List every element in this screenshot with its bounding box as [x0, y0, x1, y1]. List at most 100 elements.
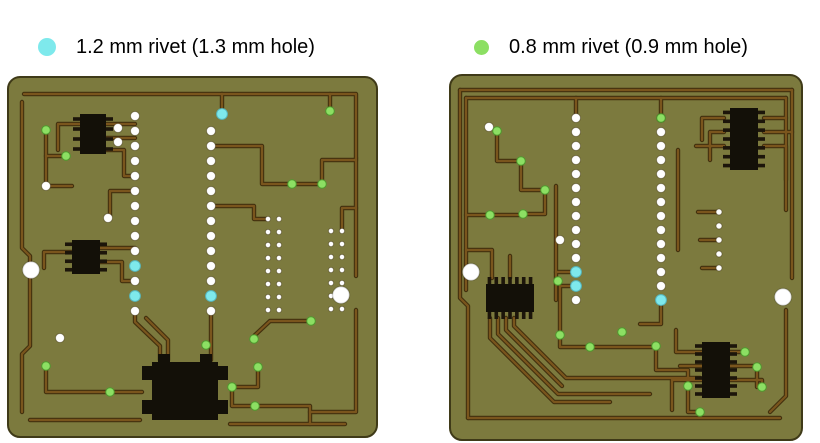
through-hole — [327, 266, 335, 274]
component-body — [152, 362, 218, 420]
rivet-1-2mm-marker — [129, 260, 141, 272]
component-pin — [730, 392, 737, 396]
component-pin — [73, 137, 80, 141]
component-pin — [723, 128, 730, 132]
component-pin — [65, 250, 72, 255]
copper-trace — [209, 144, 294, 186]
component-pin — [528, 277, 533, 284]
component-pin — [100, 267, 107, 272]
component-pin — [508, 277, 512, 284]
copper-trace — [209, 204, 270, 221]
through-hole — [656, 267, 666, 277]
through-hole — [264, 267, 272, 275]
copper-trace — [108, 189, 137, 220]
component-pin — [487, 277, 492, 284]
rivet-0-8mm-marker — [651, 341, 661, 351]
copper-trace — [253, 404, 312, 426]
rivet-12-legend-label: 1.2 mm rivet (1.3 mm hole) — [76, 35, 315, 58]
rivet-0-8mm-marker — [656, 113, 666, 123]
through-hole — [206, 186, 216, 196]
component-pin — [758, 137, 765, 141]
copper-trace — [496, 316, 652, 396]
copper-trace — [522, 188, 547, 216]
rivet-0-8mm-marker — [752, 362, 762, 372]
copper-trace — [464, 248, 494, 280]
through-hole — [113, 123, 123, 133]
through-hole — [275, 241, 283, 249]
through-hole — [656, 155, 666, 165]
component-pin — [487, 312, 492, 319]
rivet-0-8mm-marker — [61, 151, 71, 161]
through-hole — [327, 227, 335, 235]
rivet-0-8mm-marker — [492, 126, 502, 136]
through-hole — [327, 240, 335, 248]
through-hole — [264, 215, 272, 223]
through-hole — [656, 169, 666, 179]
copper-trace — [104, 148, 137, 178]
component-pin — [758, 146, 765, 150]
mounting-hole — [773, 287, 793, 307]
component-pin — [106, 147, 113, 151]
component-body — [142, 366, 154, 380]
through-hole — [656, 183, 666, 193]
through-hole — [571, 295, 581, 305]
through-hole — [715, 222, 723, 230]
usb-tab — [200, 354, 212, 364]
rivet-0-8mm-marker — [553, 276, 563, 286]
through-hole — [206, 261, 216, 271]
through-hole — [264, 228, 272, 236]
component-body — [730, 108, 758, 170]
rivet-08-legend-label: 0.8 mm rivet (0.9 mm hole) — [509, 35, 748, 58]
copper-trace — [42, 250, 74, 270]
copper-trace — [708, 130, 726, 162]
component-body — [216, 366, 228, 380]
through-hole — [206, 126, 216, 136]
component-pin — [730, 344, 737, 348]
component-pin — [521, 277, 526, 284]
through-hole — [338, 240, 346, 248]
legend-item-rivet-12: 1.2 mm rivet (1.3 mm hole) — [38, 33, 315, 61]
component-pin — [758, 128, 765, 132]
through-hole — [130, 156, 140, 166]
through-hole — [264, 241, 272, 249]
rivet-1-2mm-marker — [129, 290, 141, 302]
through-hole — [656, 141, 666, 151]
copper-trace — [340, 206, 358, 233]
component-pin — [65, 242, 72, 247]
through-hole — [327, 305, 335, 313]
rivet-0-8mm-marker — [695, 407, 705, 417]
through-hole — [130, 126, 140, 136]
through-hole — [571, 169, 581, 179]
copper-trace — [768, 308, 788, 414]
through-hole — [130, 246, 140, 256]
through-hole — [275, 228, 283, 236]
copper-trace — [762, 144, 788, 212]
through-hole — [275, 293, 283, 301]
through-hole — [55, 333, 65, 343]
usb-leg — [142, 366, 154, 380]
through-hole — [206, 201, 216, 211]
component-pin — [695, 352, 702, 356]
component-pin — [106, 117, 113, 121]
component-pin — [758, 119, 765, 124]
rivet-1-2mm-marker — [205, 290, 217, 302]
through-hole — [206, 171, 216, 181]
component-pin — [106, 137, 113, 141]
copper-trace — [230, 365, 260, 389]
through-hole — [571, 127, 581, 137]
component-pin — [730, 352, 737, 356]
through-hole — [275, 215, 283, 223]
rivet-1-2mm-marker — [570, 266, 582, 278]
copper-trace — [495, 129, 523, 163]
copper-trace — [670, 378, 704, 412]
through-hole — [656, 239, 666, 249]
through-hole — [571, 211, 581, 221]
through-hole — [264, 293, 272, 301]
through-hole — [206, 156, 216, 166]
component-pin — [758, 154, 765, 159]
through-hole — [130, 141, 140, 151]
copper-trace — [98, 260, 137, 283]
through-hole — [571, 183, 581, 193]
